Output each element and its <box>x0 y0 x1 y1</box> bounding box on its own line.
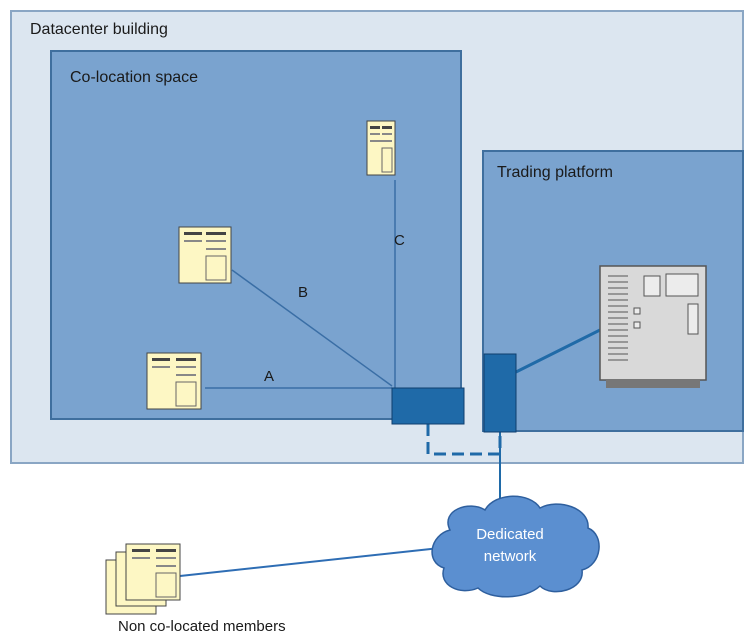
server-icon <box>178 226 232 284</box>
network-line-1: Dedicated <box>476 526 544 543</box>
trading-platform-device <box>599 265 707 388</box>
colocation-switch <box>391 387 465 425</box>
gateway-platform-link <box>515 328 601 374</box>
trading-platform-label: Trading platform <box>497 164 613 181</box>
colocation-space-label: Co-location space <box>70 69 199 86</box>
link-label-b: B <box>298 284 309 301</box>
members-network-link <box>179 547 441 577</box>
trading-gateway <box>483 353 517 433</box>
datacenter-building-label: Datacenter building <box>30 21 168 38</box>
network-line-2: network <box>483 548 537 565</box>
colocation-space <box>50 50 462 420</box>
link-label-a: A <box>264 368 275 385</box>
dedicated-network-cloud <box>431 495 600 598</box>
link-b-line <box>231 269 393 387</box>
server-icon <box>146 352 202 410</box>
link-label-c: C <box>394 232 405 249</box>
non-colocated-members-label: Non co-located members <box>118 618 286 635</box>
server-icon <box>366 120 396 176</box>
dedicated-network-label: Dedicated network <box>440 524 580 568</box>
stacked-servers-icon <box>105 543 181 615</box>
